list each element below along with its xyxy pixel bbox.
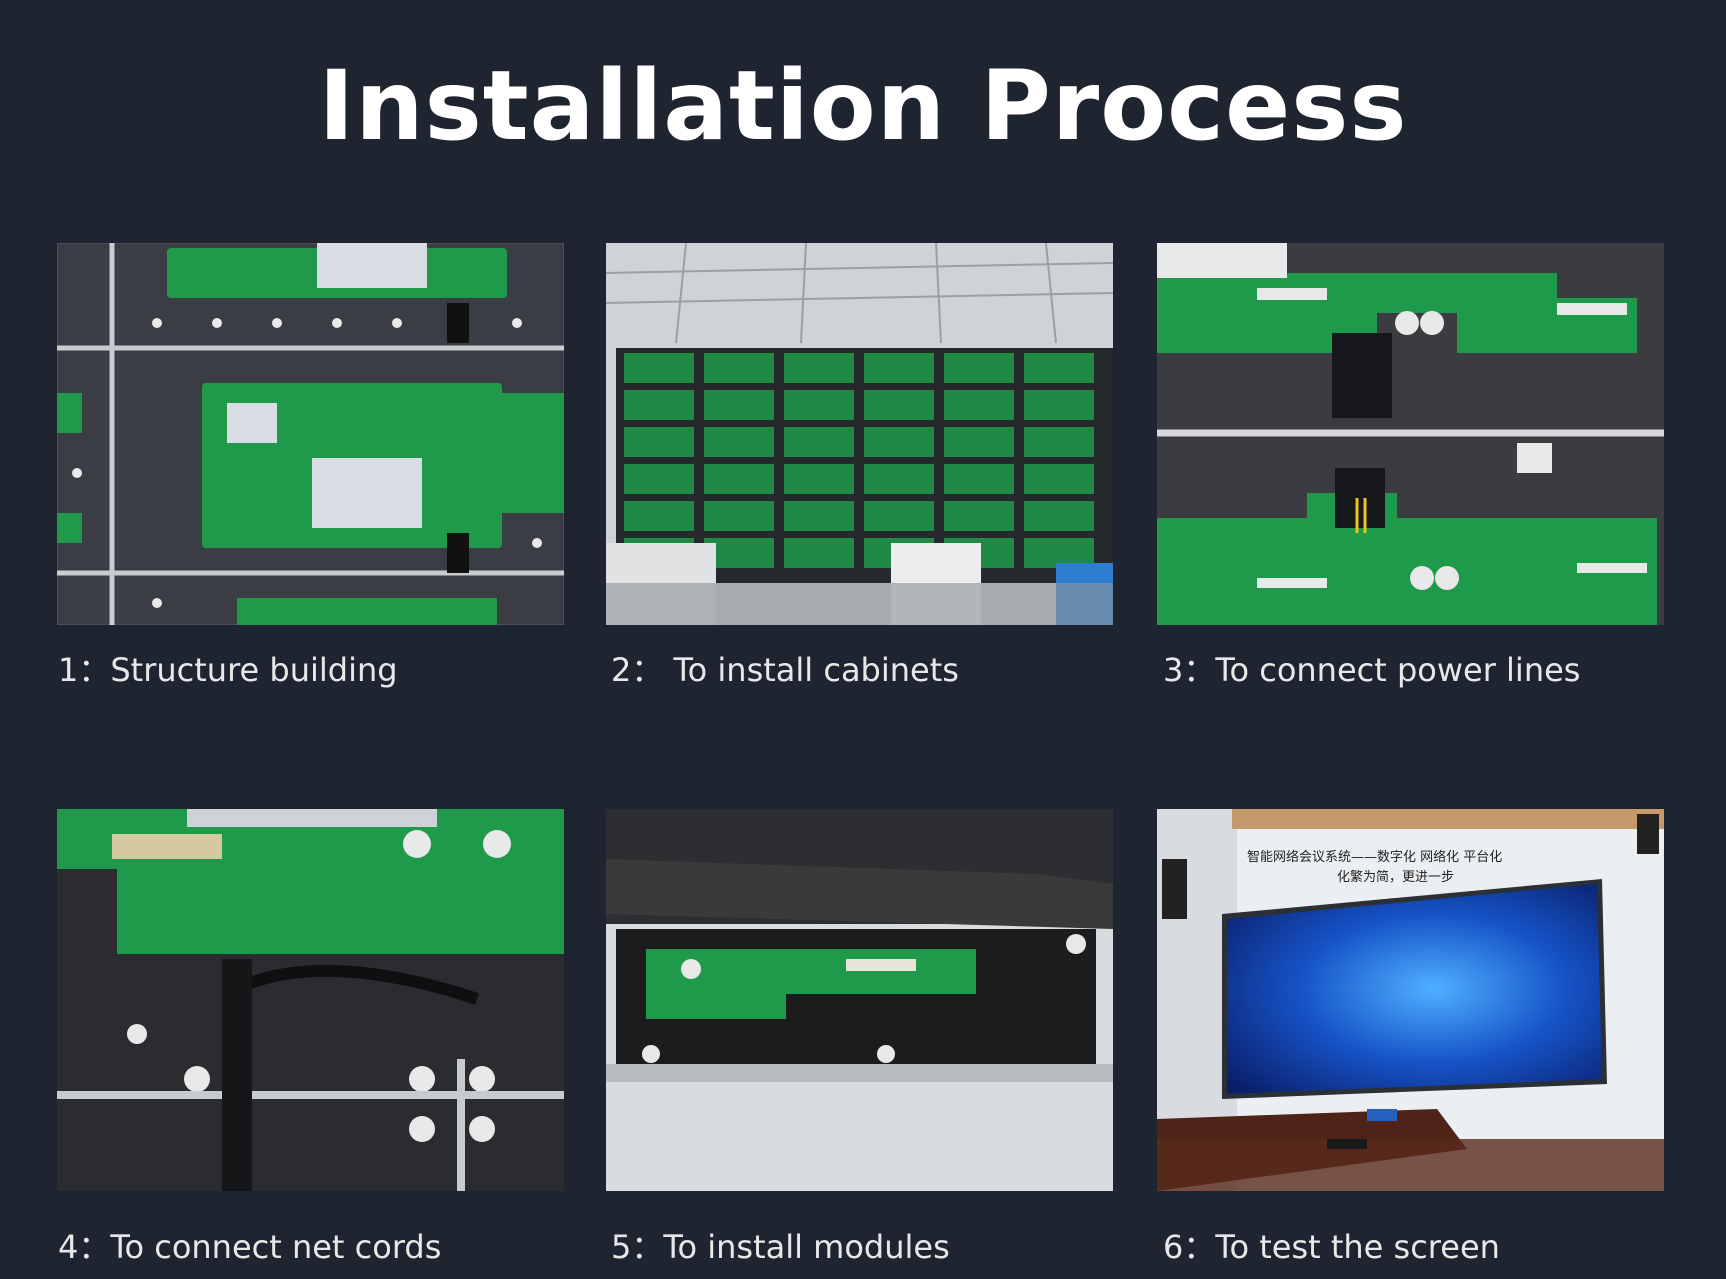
photo-connect-net-cords	[57, 809, 564, 1191]
caption-step-2: 2： To install cabinets	[611, 651, 959, 689]
caption-step-4: 4：To connect net cords	[58, 1228, 442, 1266]
photo-install-modules	[606, 809, 1113, 1191]
screen-slogan-line1: 智能网络会议系统——数字化 网络化 平台化	[1247, 849, 1502, 865]
screen-slogan-line2: 化繁为简，更进一步	[1337, 869, 1454, 885]
caption-step-3: 3：To connect power lines	[1163, 651, 1581, 689]
caption-step-6: 6：To test the screen	[1163, 1228, 1500, 1266]
photo-test-the-screen: 智能网络会议系统——数字化 网络化 平台化 化繁为简，更进一步	[1157, 809, 1664, 1191]
photo-install-cabinets	[606, 243, 1113, 625]
photo-structure-building	[57, 243, 564, 625]
caption-step-5: 5：To install modules	[611, 1228, 950, 1266]
page-title: Installation Process	[318, 50, 1408, 162]
photo-connect-power-lines	[1157, 243, 1664, 625]
caption-step-1: 1：Structure building	[58, 651, 398, 689]
